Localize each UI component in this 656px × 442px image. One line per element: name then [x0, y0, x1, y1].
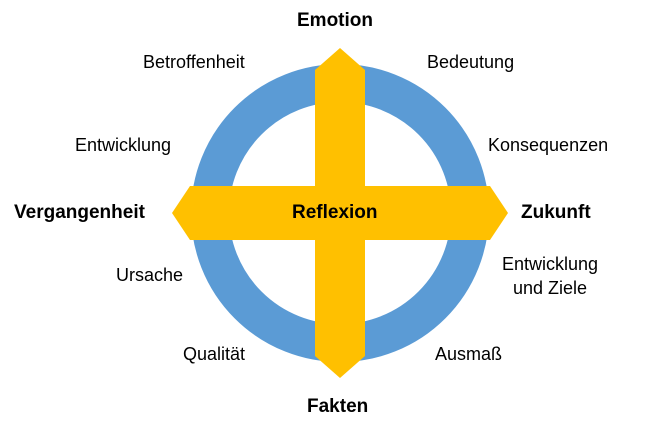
label-entwicklung-und-ziele: Entwicklung und Ziele	[493, 252, 607, 300]
axis-label-right: Zukunft	[521, 202, 591, 223]
label-entwicklung-und-ziele-line2: und Ziele	[512, 278, 588, 298]
vertical-double-arrow	[315, 48, 365, 378]
label-ausmass: Ausmaß	[435, 344, 503, 364]
label-bedeutung: Bedeutung	[427, 52, 515, 72]
label-ursache: Ursache	[116, 265, 184, 285]
axis-label-top: Emotion	[297, 10, 373, 31]
label-betroffenheit: Betroffenheit	[143, 52, 245, 72]
label-qualitaet: Qualität	[183, 344, 246, 364]
label-entwicklung-und-ziele-line1: Entwicklung	[501, 254, 599, 274]
center-label-reflexion: Reflexion	[292, 202, 378, 223]
label-entwicklung: Entwicklung	[75, 135, 172, 155]
axis-label-left: Vergangenheit	[14, 202, 145, 223]
label-konsequenzen: Konsequenzen	[488, 135, 609, 155]
axis-label-bottom: Fakten	[307, 396, 369, 417]
